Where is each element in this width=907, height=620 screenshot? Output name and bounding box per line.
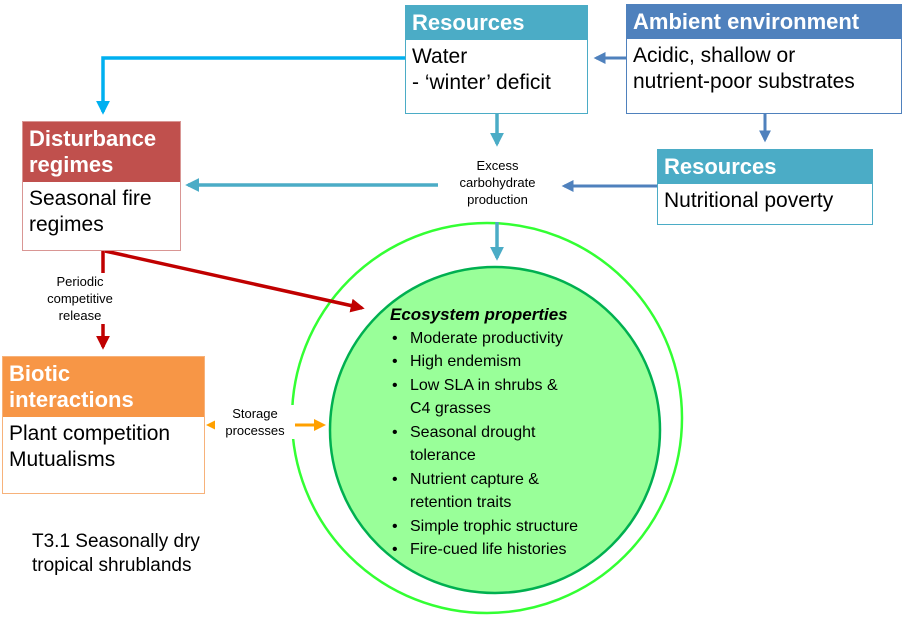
item-line: Low SLA in shrubs &: [410, 376, 558, 394]
ecosystem-item: Fire-cued life histories: [340, 538, 650, 562]
biotic-interactions-header: Biotic interactions: [3, 357, 204, 417]
ambient-environment-body: Acidic, shallow or nutrient-poor substra…: [627, 39, 901, 99]
biotic-header-line: Biotic: [9, 361, 71, 386]
ecosystem-list: Moderate productivity High endemism Low …: [340, 327, 650, 562]
ecosystem-properties: Ecosystem properties Moderate productivi…: [340, 265, 650, 595]
resources-water-box: Resources Water - ‘winter’ deficit: [405, 5, 588, 114]
ecosystem-item: Low SLA in shrubs & C4 grasses: [340, 374, 650, 421]
ecosystem-item: High endemism: [340, 350, 650, 374]
disturbance-regimes-box: Disturbance regimes Seasonal fire regime…: [22, 121, 181, 251]
diagram-caption: T3.1 Seasonally dry tropical shrublands: [32, 530, 200, 578]
disturbance-line: regimes: [29, 213, 104, 236]
arrow-water-to-disturbance: [96, 56, 405, 115]
item-line: Nutrient capture &: [410, 470, 539, 488]
label-storage-processes: Storage processes: [215, 405, 295, 439]
item-line: High endemism: [410, 353, 522, 370]
item-line: Fire-cued life histories: [410, 541, 567, 558]
label-line: production: [467, 192, 528, 207]
label-line: processes: [215, 422, 295, 439]
biotic-line: Mutualisms: [9, 448, 116, 471]
resources-water-body: Water - ‘winter’ deficit: [406, 40, 587, 100]
ambient-environment-line: nutrient-poor substrates: [633, 70, 855, 93]
ecosystem-title: Ecosystem properties: [390, 305, 568, 324]
item-line: Seasonal drought: [410, 423, 536, 441]
item-line: C4 grasses: [410, 400, 491, 417]
ambient-environment-line: Acidic, shallow or: [633, 44, 796, 67]
label-periodic-release: Periodic competitive release: [30, 273, 130, 324]
item-line: Simple trophic structure: [410, 517, 579, 535]
resources-nutrition-header: Resources: [658, 150, 872, 184]
ecosystem-item: Seasonal drought tolerance: [340, 421, 650, 468]
item-line: retention traits: [410, 494, 512, 511]
caption-line: T3.1 Seasonally dry: [32, 531, 200, 552]
ecosystem-item: Moderate productivity: [340, 327, 650, 351]
caption-line: tropical shrublands: [32, 555, 192, 576]
disturbance-regimes-body: Seasonal fire regimes: [23, 182, 180, 242]
ambient-environment-header: Ambient environment: [627, 5, 901, 39]
resources-water-header: Resources: [406, 6, 587, 40]
ecosystem-item: Nutrient capture & retention traits: [340, 468, 650, 515]
ecosystem-item: Simple trophic structure: [340, 515, 650, 539]
label-line: Periodic: [56, 274, 104, 289]
ambient-environment-box: Ambient environment Acidic, shallow or n…: [626, 4, 902, 114]
item-line: tolerance: [410, 447, 476, 464]
disturbance-line: Seasonal fire: [29, 187, 152, 210]
resources-nutrition-box: Resources Nutritional poverty: [657, 149, 873, 225]
biotic-interactions-box: Biotic interactions Plant competition Mu…: [2, 356, 205, 494]
label-line: Storage: [215, 405, 295, 422]
disturbance-regimes-header: Disturbance regimes: [23, 122, 180, 182]
item-line: Moderate productivity: [410, 329, 563, 347]
disturbance-header-line: regimes: [29, 152, 114, 177]
resources-nutrition-body: Nutritional poverty: [658, 184, 872, 218]
label-line: carbohydrate: [459, 175, 536, 190]
biotic-header-line: interactions: [9, 387, 134, 412]
label-excess-carbohydrate: Excess carbohydrate production: [440, 157, 555, 208]
resources-water-line: - ‘winter’ deficit: [412, 71, 551, 94]
resources-nutrition-line: Nutritional poverty: [664, 189, 834, 212]
resources-water-line: Water: [412, 45, 468, 68]
biotic-interactions-body: Plant competition Mutualisms: [3, 417, 204, 477]
disturbance-header-line: Disturbance: [29, 126, 157, 151]
label-line: Excess: [476, 158, 519, 173]
label-line: competitive: [47, 291, 113, 306]
label-line: release: [58, 308, 102, 323]
biotic-line: Plant competition: [9, 422, 171, 445]
arrow-disturbance-to-ecosystem: [104, 249, 365, 313]
